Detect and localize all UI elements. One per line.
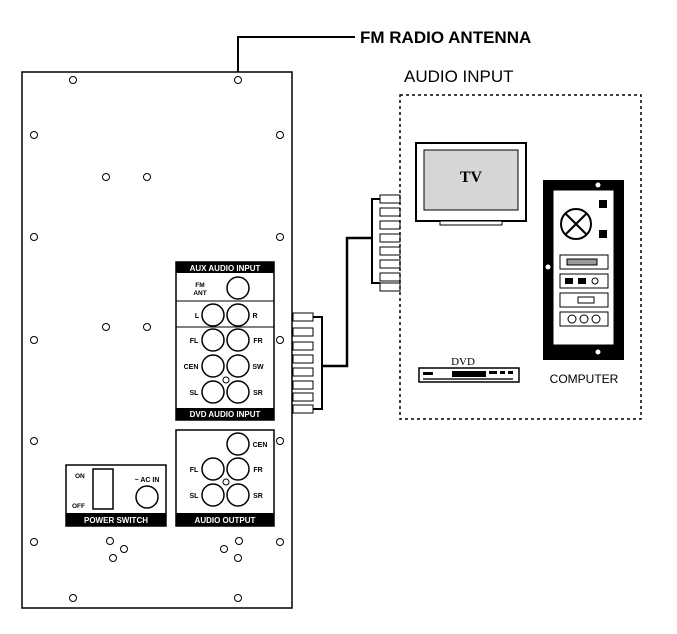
computer-label: COMPUTER	[550, 372, 619, 386]
out-cen-jack[interactable]	[226, 432, 250, 456]
input-block-frame	[175, 261, 275, 421]
cable-main	[322, 236, 372, 368]
out-fr-jack[interactable]	[226, 457, 250, 481]
output-center-hole	[222, 478, 230, 486]
out-fr-label: FR	[253, 467, 262, 474]
out-sl-jack[interactable]	[201, 483, 225, 507]
cen-label: CEN	[184, 364, 199, 371]
cable-trunk-left	[313, 316, 323, 410]
center-hole	[222, 376, 230, 384]
fm-antenna-jack[interactable]	[226, 276, 250, 300]
aux-l-jack[interactable]	[201, 303, 225, 327]
fl-label: FL	[190, 338, 199, 345]
out-cen-label: CEN	[253, 442, 268, 449]
ac-in-socket[interactable]	[135, 485, 159, 509]
dvd-fl-jack[interactable]	[201, 328, 225, 352]
audio-input-region	[399, 94, 642, 420]
dvd-audio-input-label: DVD AUDIO INPUT	[190, 410, 261, 419]
power-switch-footer	[66, 513, 166, 526]
rca-cable-bundle-amp	[292, 312, 314, 414]
audio-output-label: AUDIO OUTPUT	[195, 516, 256, 525]
dvd-sw-jack[interactable]	[226, 354, 250, 378]
out-fl-label: FL	[190, 467, 199, 474]
dvd-fr-jack[interactable]	[226, 328, 250, 352]
aux-r-jack[interactable]	[226, 303, 250, 327]
fm-ant-label-2: ANT	[193, 290, 206, 297]
dvd-audio-input-footer	[176, 408, 274, 420]
dvd-sr-jack[interactable]	[226, 380, 250, 404]
r-label: R	[252, 313, 257, 320]
sl-label: SL	[190, 390, 200, 397]
out-fl-jack[interactable]	[201, 457, 225, 481]
fr-label: FR	[253, 338, 262, 345]
rca-cable-bundle-tv	[379, 194, 401, 292]
out-sr-jack[interactable]	[226, 483, 250, 507]
fm-radio-antenna-label: FM RADIO ANTENNA	[360, 28, 531, 47]
on-label: ON	[75, 473, 85, 480]
computer-device: COMPUTER	[543, 180, 624, 386]
dvd-device: DVD	[418, 356, 520, 383]
sr-label: SR	[253, 390, 263, 397]
dvd-cen-jack[interactable]	[201, 354, 225, 378]
aux-audio-input-label: AUX AUDIO INPUT	[190, 264, 261, 273]
fm-ant-label: FM	[195, 282, 204, 289]
sw-label: SW	[252, 364, 264, 371]
l-label: L	[195, 313, 200, 320]
audio-output-frame	[175, 429, 275, 527]
audio-input-label: AUDIO INPUT	[404, 67, 514, 86]
audio-output-footer	[176, 513, 274, 526]
power-switch[interactable]	[92, 468, 114, 510]
out-sr-label: SR	[253, 493, 263, 500]
out-sl-label: SL	[190, 493, 200, 500]
dvd-sl-jack[interactable]	[201, 380, 225, 404]
off-label: OFF	[72, 503, 85, 510]
cable-trunk-right	[371, 198, 380, 284]
tv-label: TV	[460, 169, 483, 186]
tv-device: TV	[415, 142, 527, 226]
mounting-holes	[30, 76, 284, 602]
ac-in-label: ~ AC IN	[135, 477, 160, 484]
power-switch-label: POWER SWITCH	[84, 516, 148, 525]
aux-audio-input-header	[176, 262, 274, 273]
dvd-label: DVD	[451, 356, 475, 368]
